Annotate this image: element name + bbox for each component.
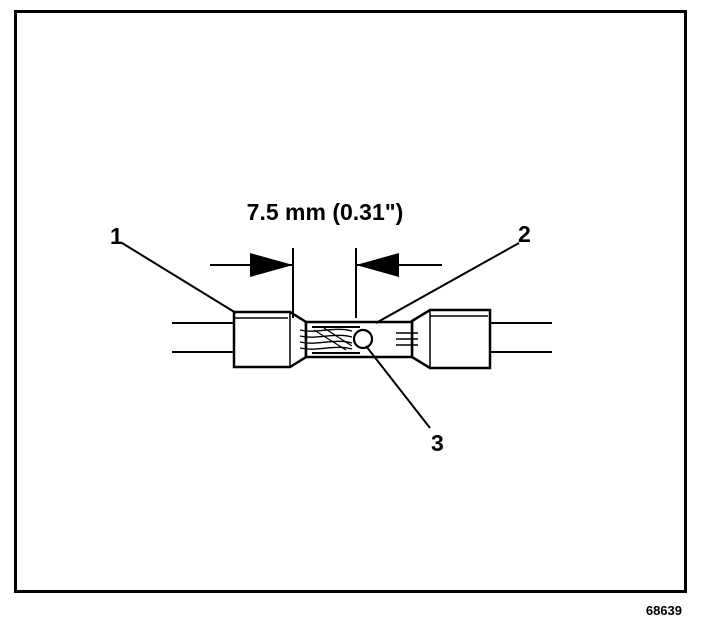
dimension-arrow-left (250, 253, 293, 277)
inspection-hole (352, 328, 374, 350)
callout-2: 2 (518, 221, 531, 247)
right-sleeve (410, 308, 492, 370)
callout-3: 3 (431, 430, 444, 456)
splice-barrel (299, 320, 418, 359)
wires (172, 322, 552, 353)
diagram-frame (14, 10, 687, 593)
figure-id: 68639 (645, 603, 682, 618)
dimension-lines (210, 248, 442, 318)
callout-1: 1 (110, 223, 123, 249)
left-sleeve (232, 310, 308, 369)
dimension-label: 7.5 mm (0.31") (247, 199, 404, 225)
dimension-arrow-right (356, 253, 399, 277)
leader-lines (121, 242, 520, 429)
